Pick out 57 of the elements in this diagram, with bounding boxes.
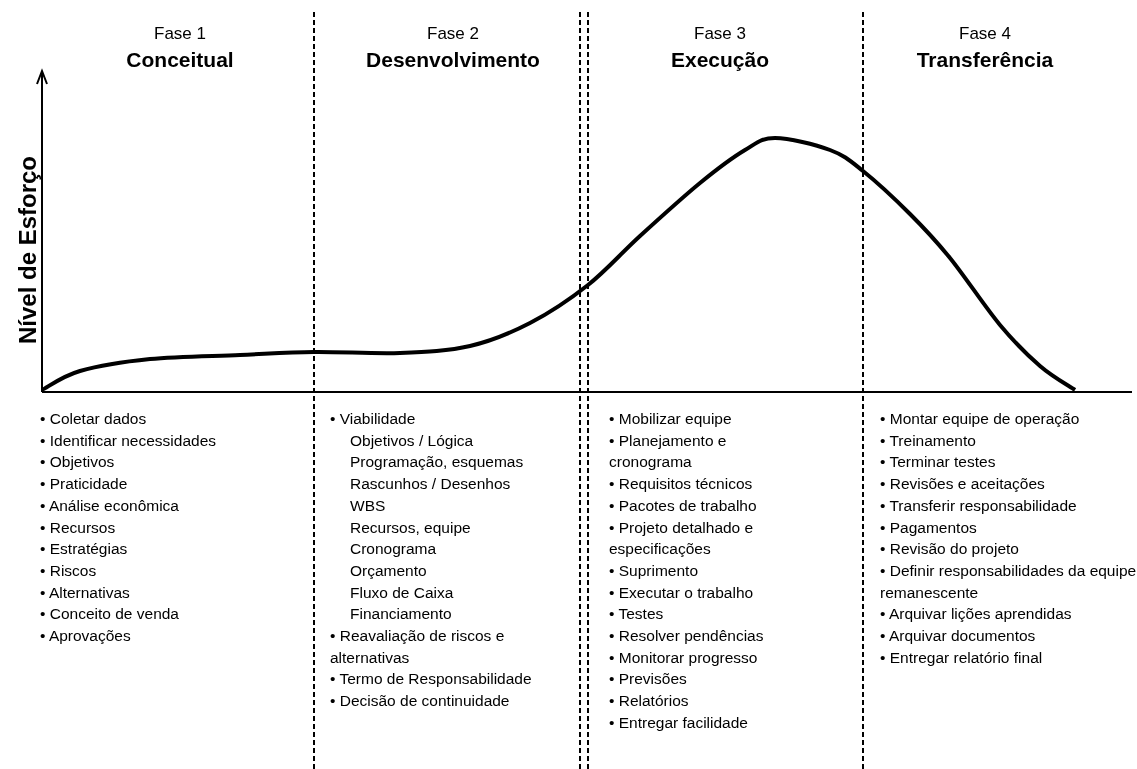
list-item: • Identificar necessidades <box>40 430 218 451</box>
list-item: • Riscos <box>40 560 98 581</box>
list-item: • Projeto detalhado e especificações <box>609 517 755 560</box>
phase-number: Fase 2 <box>426 24 480 44</box>
list-item: • Objetivos <box>40 452 116 473</box>
list-item: • Testes <box>609 604 665 625</box>
list-item: • Entregar relatório final <box>880 647 1044 668</box>
list-item: • Monitorar progresso <box>609 647 759 668</box>
list-item: • Revisão do projeto <box>880 539 1020 560</box>
phase-number: Fase 4 <box>958 24 1012 44</box>
phase-title: Conceitual <box>125 47 235 73</box>
list-item: Orçamento <box>349 560 428 581</box>
list-item: • Suprimento <box>609 560 699 581</box>
list-item: Programação, esquemas <box>349 452 525 473</box>
list-item: • Montar equipe de operação <box>880 409 1081 429</box>
list-item: • Arquivar lições aprendidas <box>880 604 1073 625</box>
list-item: Rascunhos / Desenhos <box>349 474 512 495</box>
list-item: • Alternativas <box>40 582 131 603</box>
list-item: • Planejamento e cronograma <box>609 430 728 473</box>
list-item: • Análise econômica <box>40 495 180 516</box>
list-item: Cronograma <box>349 539 438 560</box>
list-item: Recursos, equipe <box>349 517 472 538</box>
list-item: • Pagamentos <box>880 517 978 538</box>
list-item: • Resolver pendências <box>609 626 765 647</box>
list-item: • Praticidade <box>40 474 129 495</box>
list-item: • Termo de Responsabilidade <box>330 669 533 690</box>
axis-label: Nível de Esforço <box>14 154 42 347</box>
phase-title: Execução <box>669 47 771 73</box>
list-item: • Definir responsabilidades da equipe remanescente <box>880 560 1137 603</box>
list-item: Financiamento <box>349 604 453 625</box>
list-item: • Coletar dados <box>40 409 148 429</box>
phase-title: Transferência <box>915 47 1055 73</box>
phase-title: Desenvolvimento <box>365 47 541 73</box>
list-item: • Requisitos técnicos <box>609 474 754 495</box>
list-item: • Arquivar documentos <box>880 626 1037 647</box>
list-item: • Treinamento <box>880 430 977 451</box>
list-item: • Conceito de venda <box>40 604 180 625</box>
list-item: Objetivos / Lógica <box>349 430 475 451</box>
list-item: • Pacotes de trabalho <box>609 495 758 516</box>
list-item: • Decisão de continuidade <box>330 691 511 712</box>
list-item: • Aprovações <box>40 626 132 647</box>
list-item: • Relatórios <box>609 691 690 712</box>
list-item: • Revisões e aceitações <box>880 474 1046 495</box>
list-item: • Recursos <box>40 517 117 538</box>
list-item: • Viabilidade <box>330 409 417 429</box>
list-item: • Transferir responsabilidade <box>880 495 1078 516</box>
list-item: WBS <box>349 495 387 516</box>
list-item: • Terminar testes <box>880 452 997 473</box>
list-item: • Previsões <box>609 669 688 690</box>
list-item: • Mobilizar equipe <box>609 409 733 429</box>
list-item: • Estratégias <box>40 539 129 560</box>
phase-number: Fase 1 <box>153 24 207 44</box>
list-item: • Reavaliação de riscos e alternativas <box>330 626 506 668</box>
phase-number: Fase 3 <box>693 24 747 44</box>
list-item: Fluxo de Caixa <box>349 582 455 603</box>
list-item: • Entregar facilidade <box>609 712 749 733</box>
list-item: • Executar o trabalho <box>609 582 755 603</box>
